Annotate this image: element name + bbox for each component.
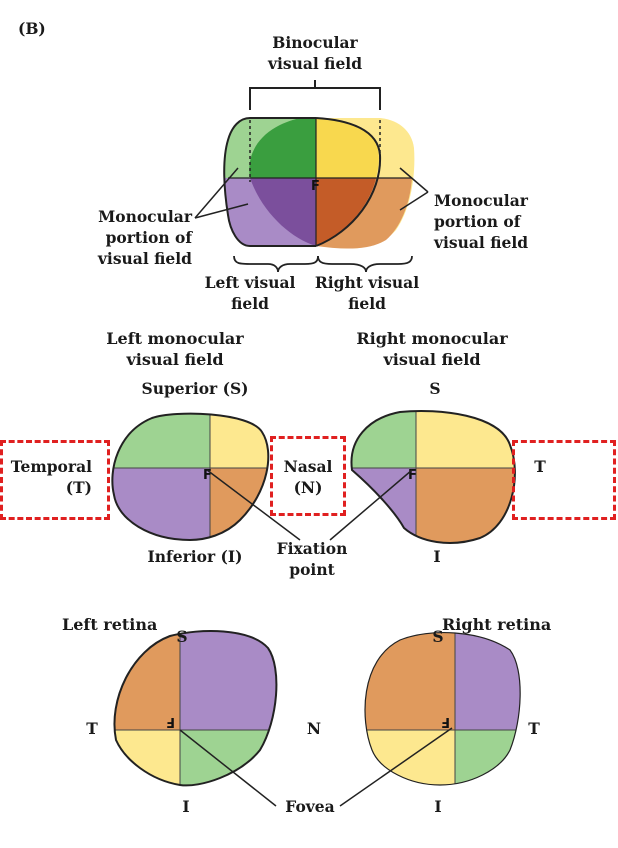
fixation-point-label: Fixation point — [276, 539, 348, 579]
left-retina-title: Left retina — [62, 615, 158, 634]
left-retina-temporal: T — [86, 719, 98, 738]
right-retina-inferior: I — [434, 797, 442, 816]
fovea-glyph-left: F — [166, 714, 175, 729]
monocular-right-pointer — [399, 167, 429, 193]
inferior-label: Inferior (I) — [147, 547, 243, 566]
nasal-highlight-box — [270, 436, 346, 516]
right-superior-label: S — [429, 379, 441, 398]
left-field-brace — [233, 255, 319, 273]
nasal-center-label: N — [306, 719, 322, 738]
binocular-orange — [316, 178, 376, 246]
right-retina-purple — [455, 632, 521, 730]
left-retina-inferior: I — [182, 797, 190, 816]
superior-label: Superior (S) — [141, 379, 249, 398]
right-field-brace — [317, 255, 413, 273]
right-retina-shape — [365, 632, 521, 785]
right-mono-purple — [351, 468, 416, 543]
left-visual-field-label: Left visual field — [204, 273, 296, 313]
right-retina-title: Right retina — [442, 615, 552, 634]
right-retina-green — [455, 730, 521, 785]
binocular-field-shape — [223, 117, 415, 249]
left-retina-green — [180, 730, 277, 786]
temporal-highlight-box — [0, 440, 110, 520]
fixation-pointer-right — [329, 469, 413, 541]
binocular-yellow — [316, 118, 379, 178]
binocular-title: Binocular visual field — [267, 33, 363, 73]
right-retina-superior: S — [432, 627, 444, 646]
right-monocular-title: Right monocular visual field — [356, 329, 508, 369]
left-monocular-title: Left monocular visual field — [106, 329, 244, 369]
binocular-purple — [250, 178, 316, 246]
fovea-glyph-right: F — [441, 714, 450, 729]
binocular-bracket — [249, 87, 381, 110]
fixation-glyph-right: F — [408, 468, 417, 483]
left-retina-purple — [180, 631, 277, 730]
right-retina-temporal: T — [528, 719, 540, 738]
right-temporal-label: T — [534, 457, 546, 476]
left-retina-yellow — [114, 730, 180, 786]
left-monocular-field — [112, 413, 269, 540]
left-retina-superior: S — [176, 627, 188, 646]
binocular-green — [249, 118, 316, 178]
fovea-label: Fovea — [285, 797, 335, 816]
nasal-label: Nasal (N) — [283, 457, 333, 497]
right-retina-yellow — [365, 730, 455, 785]
left-mono-purple — [112, 468, 210, 540]
panel-label: (B) — [18, 19, 46, 38]
fovea-pointer-left — [179, 729, 277, 807]
right-visual-field-label: Right visual field — [314, 273, 420, 313]
fovea-pointer-right — [339, 727, 453, 807]
fixation-glyph-top: F — [311, 179, 320, 194]
monocular-left-pointer — [194, 167, 239, 219]
left-retina-shape — [114, 631, 277, 786]
fixation-glyph-left: F — [203, 468, 212, 483]
right-inferior-label: I — [433, 547, 441, 566]
fixation-pointer-left — [206, 469, 301, 541]
right-temporal-highlight-box — [512, 440, 616, 520]
monocular-left-label: Monocular portion of visual field — [97, 207, 192, 268]
monocular-right-label: Monocular portion of visual field — [434, 191, 529, 252]
temporal-label: Temporal (T) — [10, 457, 92, 497]
right-mono-orange — [416, 468, 515, 543]
